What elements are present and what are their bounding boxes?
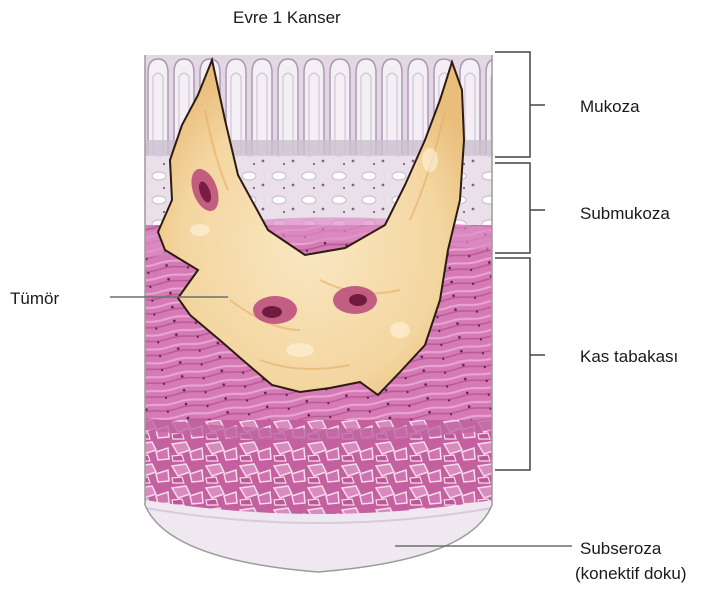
label-subseroza-subtitle: (konektif doku)	[575, 564, 687, 584]
label-mukoza: Mukoza	[580, 97, 640, 117]
label-kas-tabakasi: Kas tabakası	[580, 347, 678, 367]
label-submukoza: Submukoza	[580, 204, 670, 224]
diagram-title: Evre 1 Kanser	[233, 8, 341, 28]
label-subseroza: Subseroza	[580, 539, 661, 559]
layer-brackets	[495, 52, 545, 470]
label-tumor: Tümör	[10, 289, 59, 309]
